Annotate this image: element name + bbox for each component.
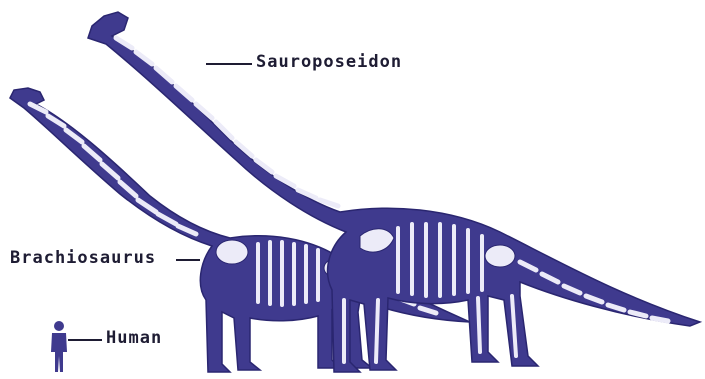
sauroposeidon-leader — [206, 63, 252, 65]
human-leader — [68, 339, 102, 341]
brachiosaurus-label: Brachiosaurus — [10, 248, 156, 268]
sauroposeidon-label: Sauroposeidon — [256, 52, 402, 72]
human-figure — [51, 321, 67, 372]
human-label: Human — [106, 328, 162, 348]
brachiosaurus-leader — [176, 259, 200, 261]
